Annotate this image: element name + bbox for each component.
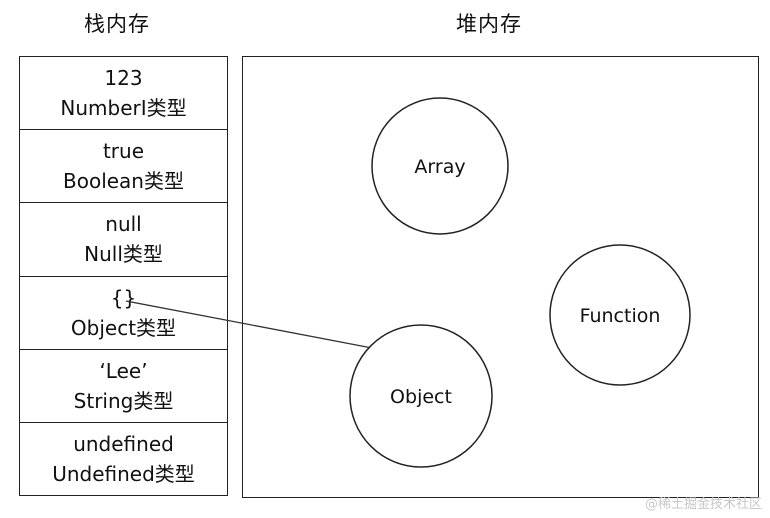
stack-cell-type: String类型 bbox=[73, 388, 174, 413]
stack-cell-value: true bbox=[102, 139, 145, 164]
heap-memory-title: 堆内存 bbox=[456, 12, 522, 36]
stack-cell-value: {} bbox=[110, 285, 137, 310]
stack-cell-type: Null类型 bbox=[84, 242, 163, 267]
stack-cell-string: ‘Lee’ String类型 bbox=[20, 350, 227, 423]
stack-cell-value: undefined bbox=[73, 431, 174, 456]
reference-line bbox=[125, 300, 373, 349]
stack-cell-value: 123 bbox=[104, 66, 143, 91]
stack-cell-boolean: true Boolean类型 bbox=[20, 130, 227, 204]
function-circle bbox=[549, 244, 691, 386]
stack-cell-object: {} Object类型 bbox=[20, 277, 227, 350]
stack-memory-title: 栈内存 bbox=[84, 12, 150, 36]
array-label: Array bbox=[414, 156, 465, 178]
array-circle bbox=[371, 97, 509, 235]
stack-cell-value: ‘Lee’ bbox=[99, 358, 148, 383]
stack-cell-number: 123 NumberI类型 bbox=[20, 57, 227, 131]
object-node: Object bbox=[349, 324, 493, 468]
object-circle bbox=[349, 324, 493, 468]
object-label: Object bbox=[390, 386, 452, 408]
stack-cell-type: Boolean类型 bbox=[63, 169, 184, 194]
array-node: Array bbox=[371, 97, 509, 235]
stack-cell-undefined: undefined Undefined类型 bbox=[20, 423, 227, 495]
stack-cell-type: NumberI类型 bbox=[60, 96, 187, 121]
watermark: @稀土掘金技术社区 bbox=[644, 497, 762, 512]
function-label: Function bbox=[580, 305, 661, 327]
function-node: Function bbox=[549, 244, 691, 386]
stack-memory-box: 123 NumberI类型 true Boolean类型 null Null类型… bbox=[19, 56, 228, 496]
stack-cell-null: null Null类型 bbox=[20, 203, 227, 277]
stack-cell-type: Undefined类型 bbox=[52, 461, 195, 486]
stack-cell-value: null bbox=[105, 212, 142, 237]
stack-cell-type: Object类型 bbox=[70, 315, 177, 340]
